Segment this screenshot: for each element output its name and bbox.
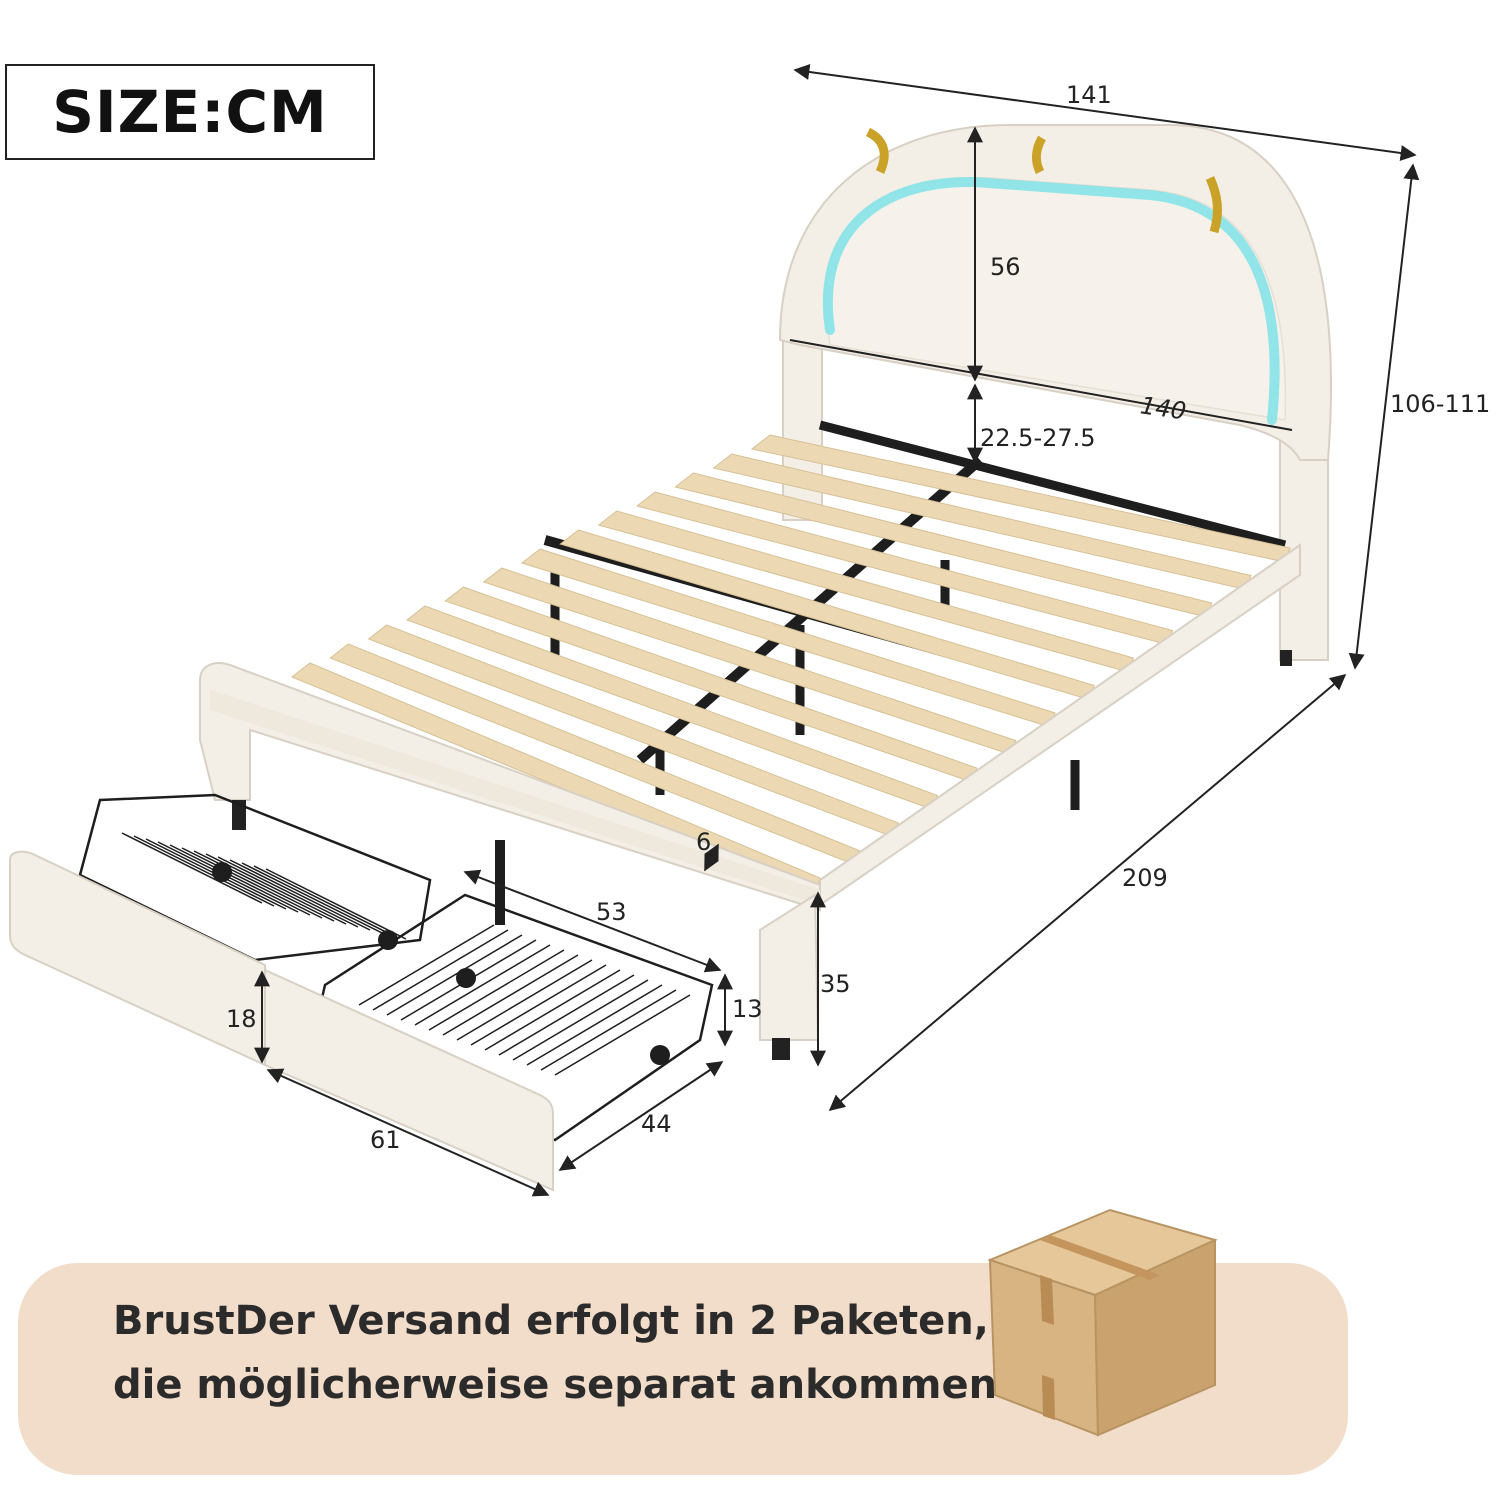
basket-wire xyxy=(442,954,579,1036)
dim-headboard-clearance: 22.5-27.5 xyxy=(980,424,1096,452)
box-tape-front xyxy=(1040,1275,1054,1325)
dim-line-frame-thickness xyxy=(704,843,719,872)
bed-dimension-diagram: 141 56 140 22.5-27.5 106-111 209 6 53 35… xyxy=(9,64,1490,1197)
gold-accent-right xyxy=(1205,176,1222,234)
basket-wire xyxy=(193,850,335,922)
dim-drawer-front-height: 18 xyxy=(226,1005,257,1033)
cardboard-box-icon xyxy=(987,1208,1218,1437)
basket-wire xyxy=(181,847,323,919)
basket-wire xyxy=(241,862,383,934)
drawer-left-wheel-2 xyxy=(378,930,398,950)
basket-wire xyxy=(498,974,635,1056)
dim-line-drawer-length xyxy=(463,869,722,973)
shipping-note-line-2: die möglicherweise separat ankommen xyxy=(113,1362,998,1408)
dim-bed-width: 141 xyxy=(1066,81,1112,109)
basket-wire xyxy=(456,959,593,1041)
bed-illustration xyxy=(9,124,1332,1192)
dim-side-height: 35 xyxy=(820,970,851,998)
dim-headboard-height: 56 xyxy=(990,253,1021,281)
frame-back-rail xyxy=(818,420,1287,550)
basket-wire xyxy=(470,964,607,1046)
basket-wire xyxy=(414,944,551,1026)
box-side xyxy=(1093,1238,1216,1437)
basket-wire xyxy=(169,844,311,916)
basket-wire xyxy=(253,865,395,937)
basket-wire xyxy=(428,949,565,1031)
drawer-right-wheel-1 xyxy=(456,968,476,988)
dim-basket-height: 13 xyxy=(732,995,763,1023)
basket-wire xyxy=(229,859,371,931)
dim-line-basket-depth xyxy=(558,1061,724,1171)
dim-line-bed-width xyxy=(793,64,1417,161)
unit-label: SIZE:CM xyxy=(5,64,375,160)
basket-wire xyxy=(554,994,691,1076)
basket-wire xyxy=(540,989,677,1071)
dim-line-total-height xyxy=(1348,163,1420,670)
dim-headboard-width: 140 xyxy=(1139,391,1188,425)
drawer-right-front xyxy=(264,968,554,1192)
dim-drawer-front-width: 61 xyxy=(370,1126,401,1154)
box-tape-front-bottom xyxy=(1042,1375,1055,1420)
dim-line-drawer-front-width xyxy=(266,1068,550,1197)
front-leg-foot xyxy=(772,1038,790,1060)
basket-wire xyxy=(217,856,359,928)
dim-line-headboard-width xyxy=(789,339,1293,431)
dim-line-bed-length xyxy=(828,673,1347,1112)
drawer-left-basket xyxy=(78,793,432,962)
back-leg-foot xyxy=(1280,650,1292,666)
drawer-right xyxy=(264,893,714,1192)
dim-frame-thickness: 6 xyxy=(696,828,711,856)
basket-wire xyxy=(526,984,663,1066)
drawer-left xyxy=(9,793,432,1067)
basket-wire xyxy=(133,835,275,907)
basket-wire xyxy=(386,934,523,1016)
basket-wire xyxy=(121,832,263,904)
basket-wire xyxy=(484,969,621,1051)
dim-basket-depth: 44 xyxy=(641,1110,672,1138)
dim-drawer-length: 53 xyxy=(596,898,627,926)
drawer-left-front xyxy=(9,850,266,1067)
dim-total-height: 106-111 xyxy=(1390,390,1490,418)
dim-bed-length: 209 xyxy=(1122,864,1168,892)
drawer-right-wheel-2 xyxy=(650,1045,670,1065)
drawer-left-wheel-1 xyxy=(212,862,232,882)
shipping-note-line-1: BrustDer Versand erfolgt in 2 Paketen, xyxy=(113,1298,989,1344)
basket-wire xyxy=(265,868,407,940)
footboard-front-face xyxy=(210,690,820,905)
box-tape-top xyxy=(1040,1235,1160,1280)
led-strip xyxy=(822,176,1280,425)
front-leg xyxy=(759,893,820,1041)
basket-wire xyxy=(512,979,649,1061)
foot-leg-foot xyxy=(232,800,246,830)
